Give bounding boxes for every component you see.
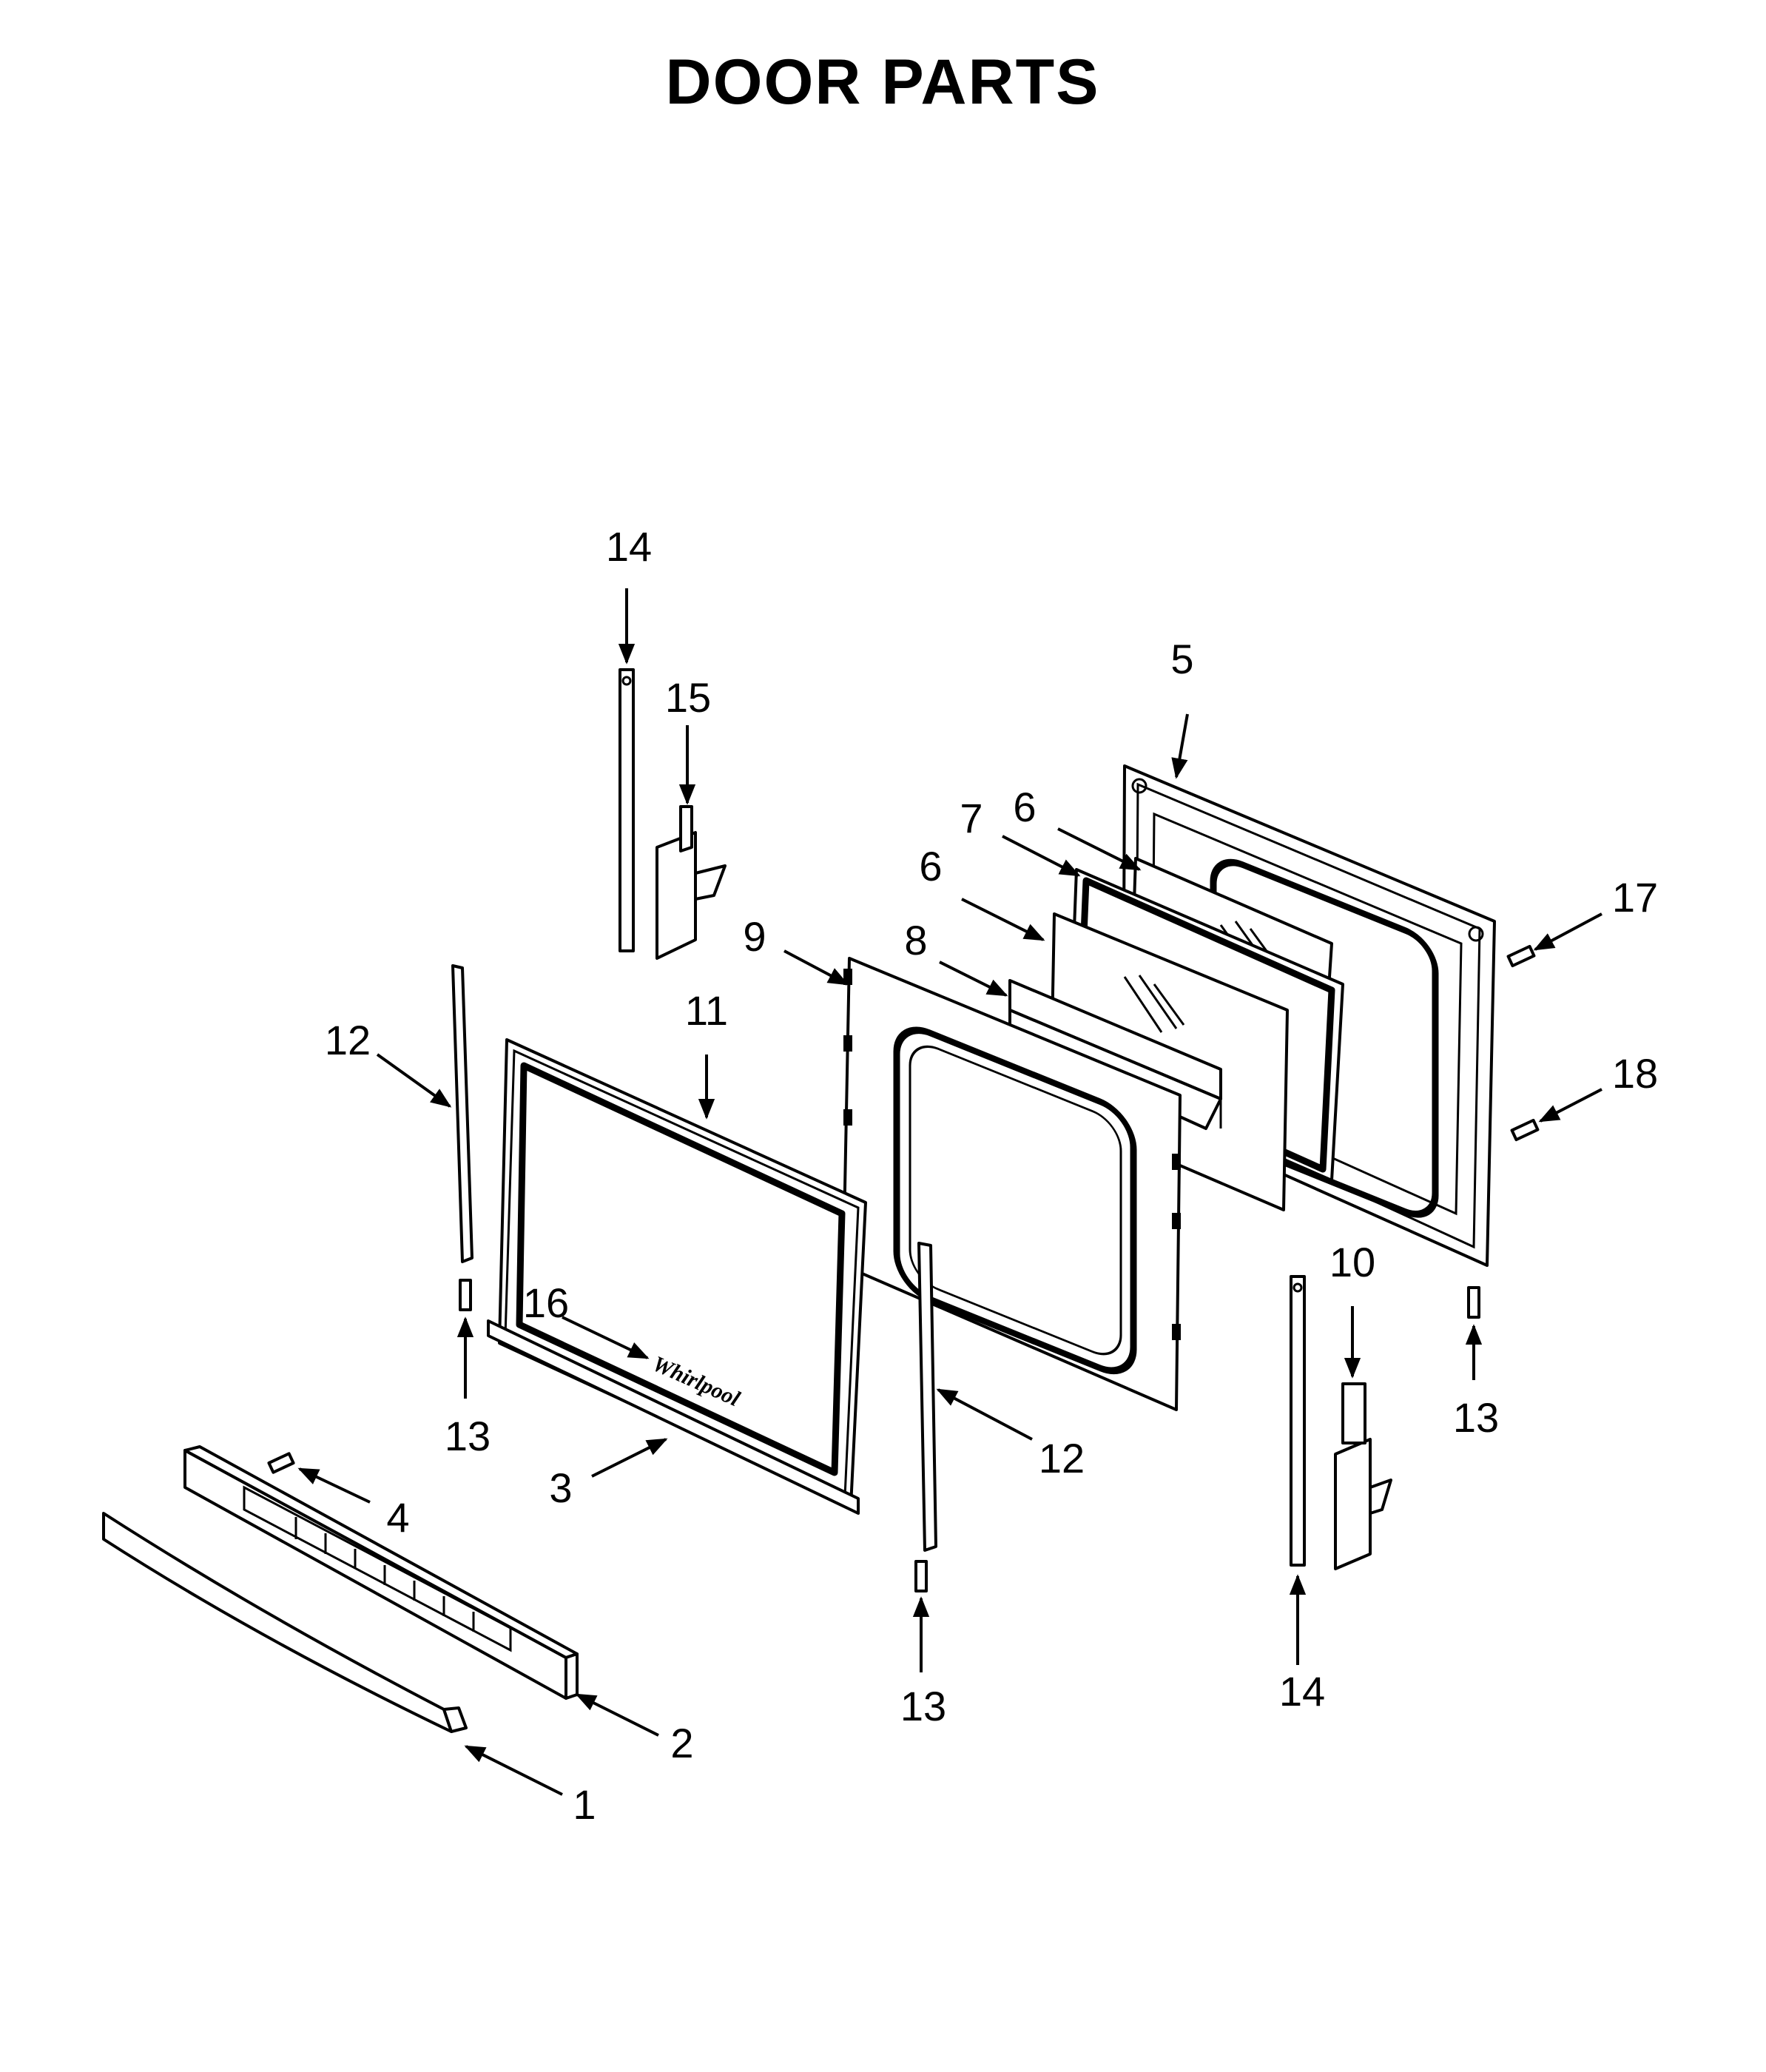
callout-13-right: 13 [1453,1394,1499,1441]
leader-arrows [297,588,1602,1796]
callout-13-center: 13 [900,1683,946,1729]
part-3-bottom-trim [487,1319,860,1515]
callout-6-upper: 6 [1013,784,1036,830]
callout-17: 17 [1612,874,1658,921]
callout-7: 7 [960,795,983,841]
part-12-right-trim [917,1242,937,1552]
callout-13-left: 13 [445,1413,491,1459]
part-14-upper-hinge-receiver [619,668,635,952]
callout-3: 3 [549,1464,572,1511]
part-2-vent-trim [183,1445,579,1700]
part-12-left-trim [451,964,473,1263]
part-13-screw-left [459,1279,472,1311]
part-11-outer-door [498,1038,867,1507]
callout-9: 9 [743,913,766,960]
callout-2: 2 [670,1720,693,1766]
part-13-screw-right [1467,1286,1480,1319]
part-17-screw [1506,944,1536,968]
part-13-screw-center [914,1560,928,1592]
part-1-handle [102,1512,468,1733]
part-18-screw [1510,1118,1540,1142]
callout-14-lower: 14 [1279,1668,1325,1715]
callout-8: 8 [904,917,927,963]
callout-14-upper: 14 [606,523,652,570]
page-title: DOOR PARTS [666,47,1100,118]
callout-6-lower: 6 [919,843,942,889]
callout-16: 16 [523,1279,569,1326]
callout-15: 15 [665,674,711,721]
callout-12-right: 12 [1039,1435,1085,1481]
callout-18: 18 [1612,1050,1658,1097]
part-4-screw [267,1452,295,1474]
callout-11: 11 [685,987,728,1034]
part-14-lower-hinge-receiver [1290,1275,1306,1567]
callout-12-left: 12 [325,1017,371,1063]
part-10-hinge [1334,1382,1392,1570]
callout-10: 10 [1329,1239,1375,1285]
callout-labels: 1 2 3 4 5 6 6 7 8 9 10 11 12 12 13 13 13… [325,523,1658,1828]
callout-5: 5 [1170,636,1193,682]
part-15-hinge [655,805,727,960]
callout-1: 1 [573,1781,596,1828]
callout-4: 4 [386,1494,409,1541]
